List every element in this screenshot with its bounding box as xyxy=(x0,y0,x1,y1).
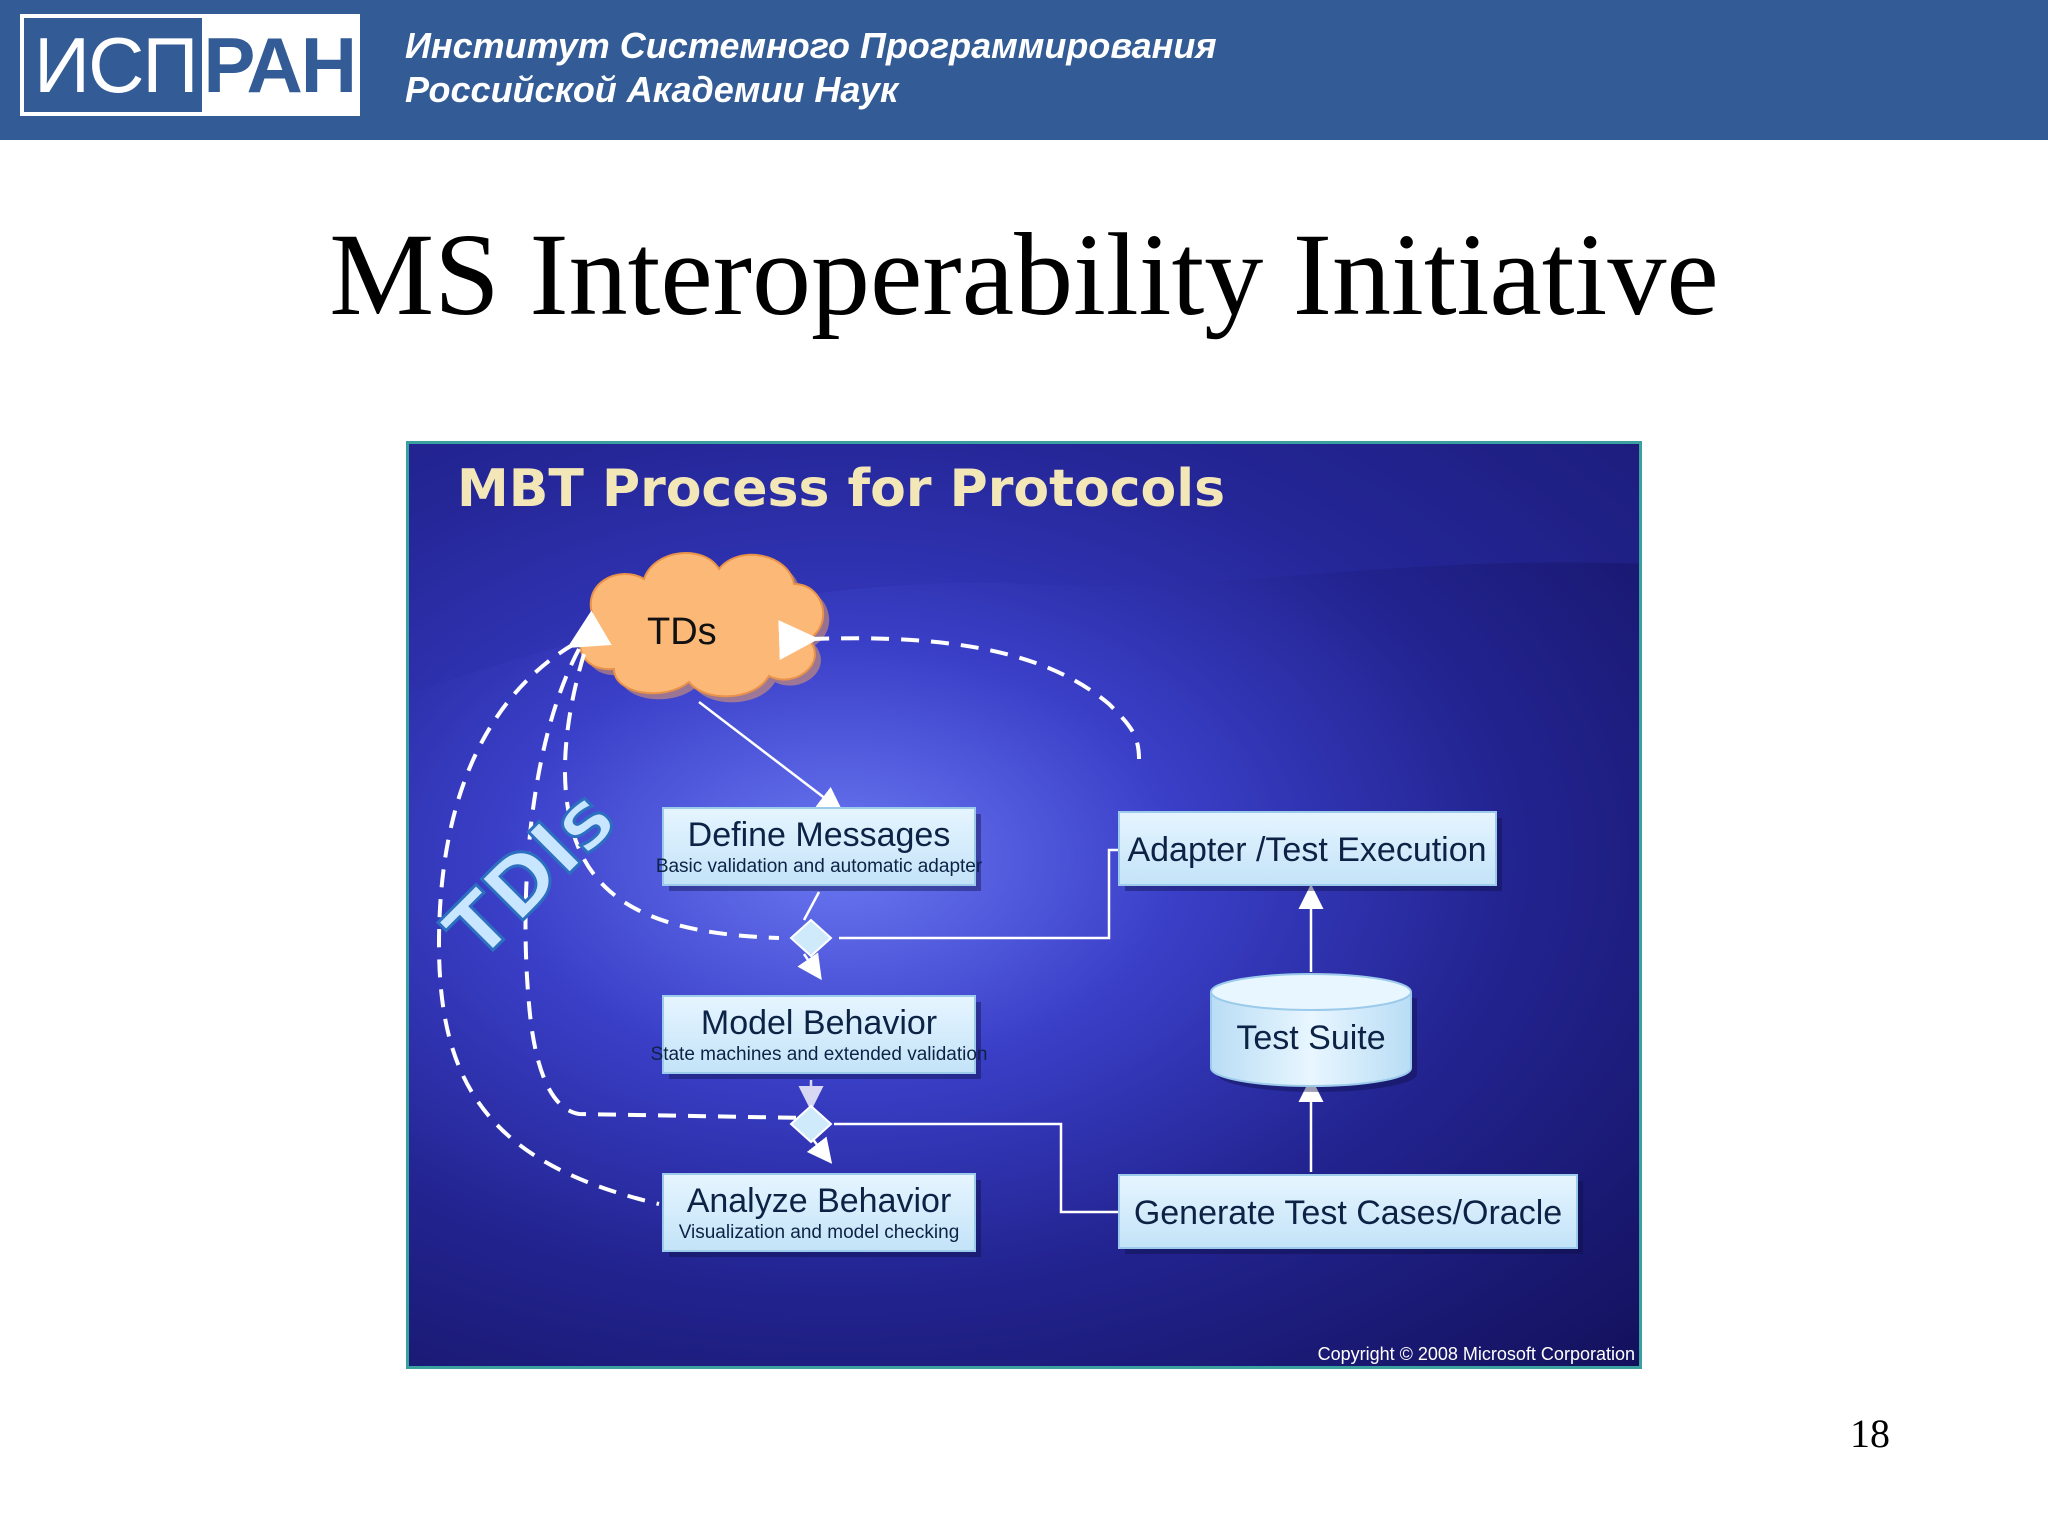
logo-right-text: РАН xyxy=(202,18,357,112)
box-analyze-behavior: Analyze Behavior Visualization and model… xyxy=(662,1173,981,1257)
define-messages-title: Define Messages xyxy=(688,816,951,854)
box-define-messages: Define Messages Basic validation and aut… xyxy=(656,807,983,891)
tds-cloud: TDs xyxy=(579,552,830,703)
model-behavior-title: Model Behavior xyxy=(701,1004,937,1042)
test-suite-title: Test Suite xyxy=(1236,1019,1385,1057)
institute-line-1: Институт Системного Программирования xyxy=(405,25,1217,66)
ispras-logo: ИСП РАН xyxy=(20,14,360,116)
institute-name: Институт Системного Программирования Рос… xyxy=(405,24,1217,112)
background-wave xyxy=(409,444,1639,694)
test-suite-cylinder: Test Suite xyxy=(1210,973,1417,1092)
diagram-title: MBT Process for Protocols xyxy=(457,459,1225,519)
page-number: 18 xyxy=(1850,1411,1890,1456)
generate-test-cases-title: Generate Test Cases/Oracle xyxy=(1134,1194,1562,1232)
analyze-behavior-subtitle: Visualization and model checking xyxy=(679,1222,960,1243)
mbt-process-diagram: MBT Process for Protocols TDs TDIs xyxy=(406,441,1642,1369)
copyright-notice: Copyright © 2008 Microsoft Corporation xyxy=(1318,1344,1635,1364)
box-generate-test-cases: Generate Test Cases/Oracle xyxy=(1118,1174,1583,1254)
model-behavior-subtitle: State machines and extended validation xyxy=(651,1044,988,1065)
analyze-behavior-title: Analyze Behavior xyxy=(687,1182,952,1220)
logo-left-text: ИСП xyxy=(34,21,198,109)
tds-label: TDs xyxy=(647,611,717,653)
solid-connectors xyxy=(698,701,1324,1225)
slide-title: MS Interoperability Initiative xyxy=(329,209,1719,340)
tdis-label: TDIs xyxy=(427,771,633,977)
institute-line-2: Российской Академии Наук xyxy=(405,69,899,110)
header-band: ИСП РАН Институт Системного Программиров… xyxy=(0,0,2048,140)
box-model-behavior: Model Behavior State machines and extend… xyxy=(651,995,988,1079)
decision-diamond-1 xyxy=(789,918,833,958)
diagram-canvas: MBT Process for Protocols TDs TDIs xyxy=(409,444,1639,1364)
box-adapter-test-execution: Adapter /Test Execution xyxy=(1118,811,1502,891)
adapter-test-execution-title: Adapter /Test Execution xyxy=(1127,831,1486,869)
dashed-feedback-lines xyxy=(436,610,1141,1206)
define-messages-subtitle: Basic validation and automatic adapter xyxy=(656,856,983,877)
decision-diamond-2 xyxy=(789,1104,833,1144)
